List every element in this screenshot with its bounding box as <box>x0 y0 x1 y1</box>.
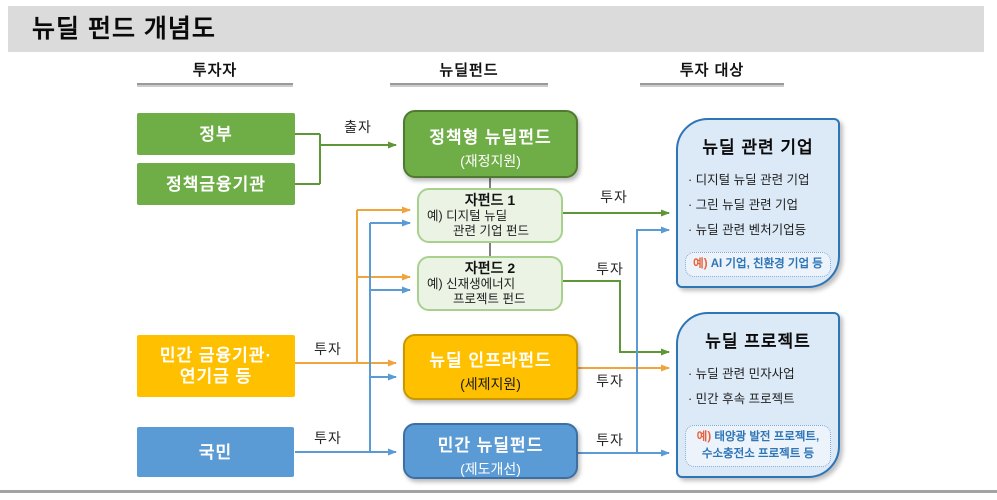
card-title: 뉴딜 프로젝트 <box>705 332 811 351</box>
box-policy-newdeal-fund: 정책형 뉴딜펀드 (재정지원) <box>403 110 578 178</box>
box-label: 정책금융기관 <box>166 174 266 194</box>
box-government: 정부 <box>137 113 295 155</box>
box-policy-finance: 정책금융기관 <box>137 163 295 205</box>
card-bullets: · 뉴딜 관련 민자사업 · 민간 후속 프로젝트 <box>678 362 838 412</box>
box-private-newdeal-fund: 민간 뉴딜펀드 (제도개선) <box>403 423 578 479</box>
label-invest-private: 투자 <box>314 341 342 357</box>
subfund-example-line1: 예) 디지털 뉴딜 <box>427 209 508 223</box>
bullet-item: · 디지털 뉴딜 관련 기업 <box>688 173 810 187</box>
box-private-finance: 민간 금융기관· 연기금 등 <box>137 335 295 397</box>
privatefund-to-company-arrow <box>636 226 670 453</box>
column-header-label: 뉴딜펀드 <box>439 62 499 79</box>
bullet-item: · 민간 후속 프로젝트 <box>688 392 795 406</box>
column-header-label: 투자자 <box>192 62 238 79</box>
column-header-underline <box>390 83 548 87</box>
box-subfund-1: 자펀드 1 예) 디지털 뉴딜 관련 기업 펀드 <box>417 188 563 243</box>
label-invest-subfund1: 투자 <box>600 189 628 205</box>
box-citizens: 국민 <box>137 427 294 477</box>
fund-title: 정책형 뉴딜펀드 <box>429 128 552 147</box>
subfund-example-line2: 프로젝트 펀드 <box>453 292 526 306</box>
label-invest-citizens: 투자 <box>314 430 342 446</box>
label-invest-privatefund: 투자 <box>596 432 624 448</box>
bullet-item: · 뉴딜 관련 민자사업 <box>688 367 795 381</box>
subfund2-invest-arrow <box>563 280 670 356</box>
example-line1: 예) 태양광 발전 프로젝트, <box>688 429 828 446</box>
example-line2: 수소충전소 프로젝트 등 <box>701 448 815 460</box>
box-infra-fund: 뉴딜 인프라펀드 (세제지원) <box>403 334 578 400</box>
gov-bracket-line <box>295 133 321 185</box>
card-bullets: · 디지털 뉴딜 관련 기업 · 그린 뉴딜 관련 기업 · 뉴딜 관련 벤처기… <box>678 168 838 243</box>
label-invest-subfund2: 투자 <box>596 261 624 277</box>
column-header-funds: 뉴딜펀드 <box>390 59 548 87</box>
subfund-example-line2: 관련 기업 펀드 <box>453 224 529 238</box>
bottom-divider <box>0 490 997 493</box>
bullet-item: · 뉴딜 관련 벤처기업등 <box>688 223 807 237</box>
label-invest-infra: 투자 <box>596 373 624 389</box>
card-newdeal-companies: 뉴딜 관련 기업 · 디지털 뉴딜 관련 기업 · 그린 뉴딜 관련 기업 · … <box>676 118 840 288</box>
page-title: 뉴딜 펀드 개념도 <box>8 6 984 52</box>
column-header-underline <box>640 83 784 87</box>
column-header-targets: 투자 대상 <box>640 59 784 87</box>
box-subfund-2: 자펀드 2 예) 신재생에너지 프로젝트 펀드 <box>417 256 563 311</box>
card-newdeal-projects: 뉴딜 프로젝트 · 뉴딜 관련 민자사업 · 민간 후속 프로젝트 예) 태양광… <box>676 312 840 478</box>
example-note: 예) AI 기업, 친환경 기업 등 <box>685 252 831 277</box>
subfund-title: 자펀드 2 <box>464 260 516 276</box>
subfund-title: 자펀드 1 <box>464 192 516 208</box>
fund-title: 뉴딜 인프라펀드 <box>429 351 552 370</box>
column-header-underline <box>137 83 293 87</box>
fund-subtitle: (제도개선) <box>460 461 521 477</box>
example-text: 태양광 발전 프로젝트, <box>711 431 820 443</box>
example-prefix: 예) <box>696 431 712 443</box>
fund-title: 민간 뉴딜펀드 <box>437 436 544 455</box>
label-contribute: 출자 <box>344 119 372 135</box>
fund-subtitle: (세제지원) <box>460 376 521 392</box>
bullet-item: · 그린 뉴딜 관련 기업 <box>688 198 799 212</box>
card-title: 뉴딜 관련 기업 <box>702 138 814 157</box>
subfund-example-line1: 예) 신재생에너지 <box>427 277 516 291</box>
fund-subtitle: (재정지원) <box>460 153 521 169</box>
box-label-line1: 민간 금융기관· <box>159 346 273 365</box>
box-label-line2: 연기금 등 <box>179 367 253 386</box>
example-prefix: 예) <box>693 258 708 270</box>
example-text: AI 기업, 친환경 기업 등 <box>707 258 823 270</box>
column-header-label: 투자 대상 <box>679 62 745 79</box>
box-label: 국민 <box>198 442 233 462</box>
example-note: 예) 태양광 발전 프로젝트, 수소충전소 프로젝트 등 <box>685 425 831 467</box>
column-header-investors: 투자자 <box>137 59 293 87</box>
box-label: 정부 <box>199 124 233 144</box>
